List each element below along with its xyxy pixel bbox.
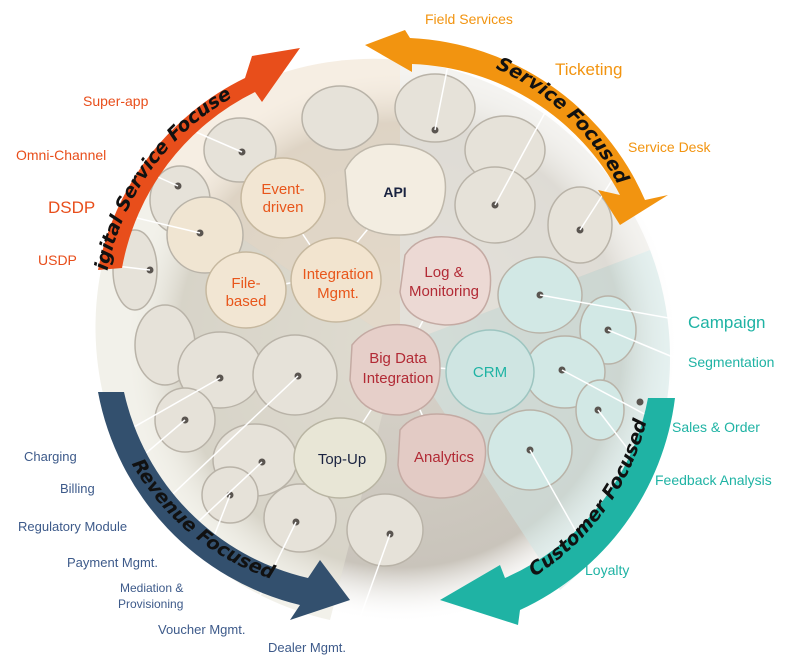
- super-app-label: Super-app: [83, 93, 149, 109]
- core-cells: [205, 143, 535, 499]
- revenue-arc: [98, 392, 350, 620]
- sales-order-label: Sales & Order: [672, 419, 760, 435]
- big-data-label-2: Integration: [363, 370, 434, 387]
- file-based-cell: [205, 251, 287, 329]
- integration-label-2: Mgmt.: [317, 285, 359, 302]
- big-data-label-1: Big Data: [369, 350, 427, 367]
- file-based-label-1: File-: [231, 275, 260, 292]
- crm-cell: [445, 329, 535, 415]
- customer-arc: [440, 398, 675, 625]
- digital-arc: [98, 48, 300, 270]
- mediation-label-1: Mediation &: [120, 581, 183, 595]
- mediation-label-2: Provisioning: [118, 597, 183, 611]
- api-label: API: [383, 184, 406, 200]
- log-monitoring-cell: [399, 236, 492, 326]
- analytics-cell: [397, 413, 487, 499]
- usdp-label: USDP: [38, 252, 77, 268]
- regulatory-label: Regulatory Module: [18, 519, 127, 534]
- integration-label-1: Integration: [303, 266, 374, 283]
- loyalty-label: Loyalty: [585, 562, 629, 578]
- ticketing-label: Ticketing: [555, 60, 622, 79]
- log-label-2: Monitoring: [409, 283, 479, 300]
- integration-cell: [290, 237, 382, 323]
- top-up-cell: [293, 417, 387, 499]
- voucher-label: Voucher Mgmt.: [158, 622, 245, 637]
- service-arc: [365, 30, 668, 225]
- billing-label: Billing: [60, 481, 95, 496]
- omni-channel-label: Omni-Channel: [16, 147, 106, 163]
- dsdp-label: DSDP: [48, 198, 95, 217]
- charging-label: Charging: [24, 449, 77, 464]
- segmentation-label: Segmentation: [688, 354, 774, 370]
- analytics-label: Analytics: [414, 449, 474, 466]
- event-driven-cell: [240, 157, 326, 239]
- log-label-1: Log &: [424, 264, 463, 281]
- crm-label: CRM: [473, 364, 507, 381]
- big-data-cell: [349, 323, 441, 416]
- payment-label: Payment Mgmt.: [67, 555, 158, 570]
- campaign-label: Campaign: [688, 313, 766, 332]
- field-services-label: Field Services: [425, 11, 513, 27]
- top-up-label: Top-Up: [318, 451, 366, 468]
- feedback-label: Feedback Analysis: [655, 472, 772, 488]
- service-desk-label: Service Desk: [628, 139, 711, 155]
- event-driven-label-1: Event-: [261, 181, 304, 198]
- dealer-label: Dealer Mgmt.: [268, 640, 346, 655]
- api-cell: [344, 143, 447, 236]
- file-based-label-2: based: [226, 293, 267, 310]
- event-driven-label-2: driven: [263, 199, 304, 216]
